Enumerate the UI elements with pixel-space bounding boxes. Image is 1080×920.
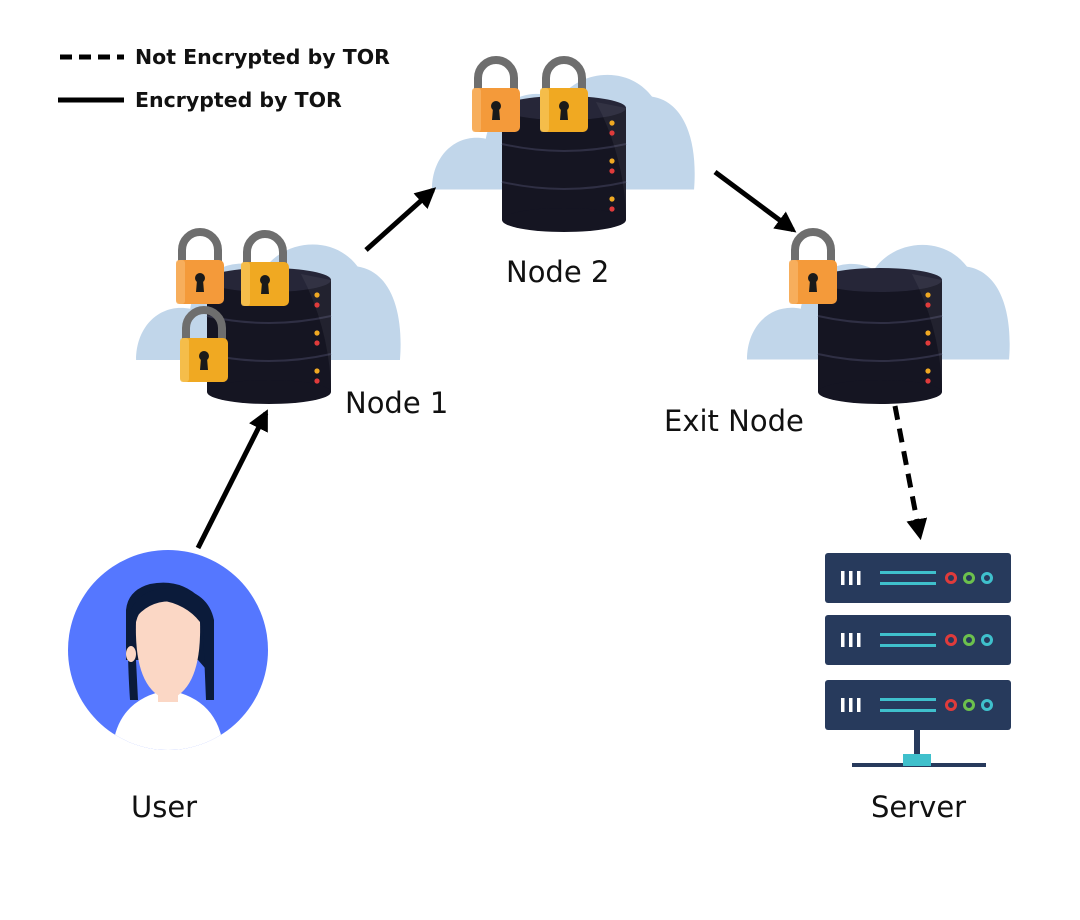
node-2: Node 2	[432, 60, 695, 289]
node-1: Node 1	[136, 232, 448, 420]
exit-node: Exit Node	[664, 232, 1010, 438]
server-unit	[823, 678, 1013, 732]
user-avatar-icon	[68, 550, 268, 750]
arrow-exit-to-server	[892, 405, 928, 541]
connections	[195, 169, 928, 550]
server-label: Server	[871, 790, 966, 824]
user-label: User	[131, 790, 197, 824]
legend-encrypted-label: Encrypted by TOR	[135, 88, 342, 112]
server: Server	[823, 551, 1013, 824]
user: User	[68, 550, 268, 824]
node-1-label: Node 1	[345, 386, 448, 420]
arrow-node1-to-node2	[364, 187, 437, 252]
exit-node-label: Exit Node	[664, 404, 804, 438]
legend-not-encrypted-label: Not Encrypted by TOR	[135, 45, 390, 69]
legend: Not Encrypted by TOR Encrypted by TOR	[58, 45, 390, 112]
node-2-label: Node 2	[506, 255, 609, 289]
lock-icon	[789, 232, 837, 304]
server-rack-icon	[823, 551, 1013, 767]
lock-icon	[241, 234, 289, 306]
arrow-user-to-node1	[195, 409, 269, 550]
lock-icon	[472, 60, 520, 132]
lock-icon	[540, 60, 588, 132]
arrow-node2-to-exit	[713, 169, 797, 233]
server-unit	[823, 551, 1013, 605]
lock-icon	[176, 232, 224, 304]
server-unit	[823, 613, 1013, 667]
